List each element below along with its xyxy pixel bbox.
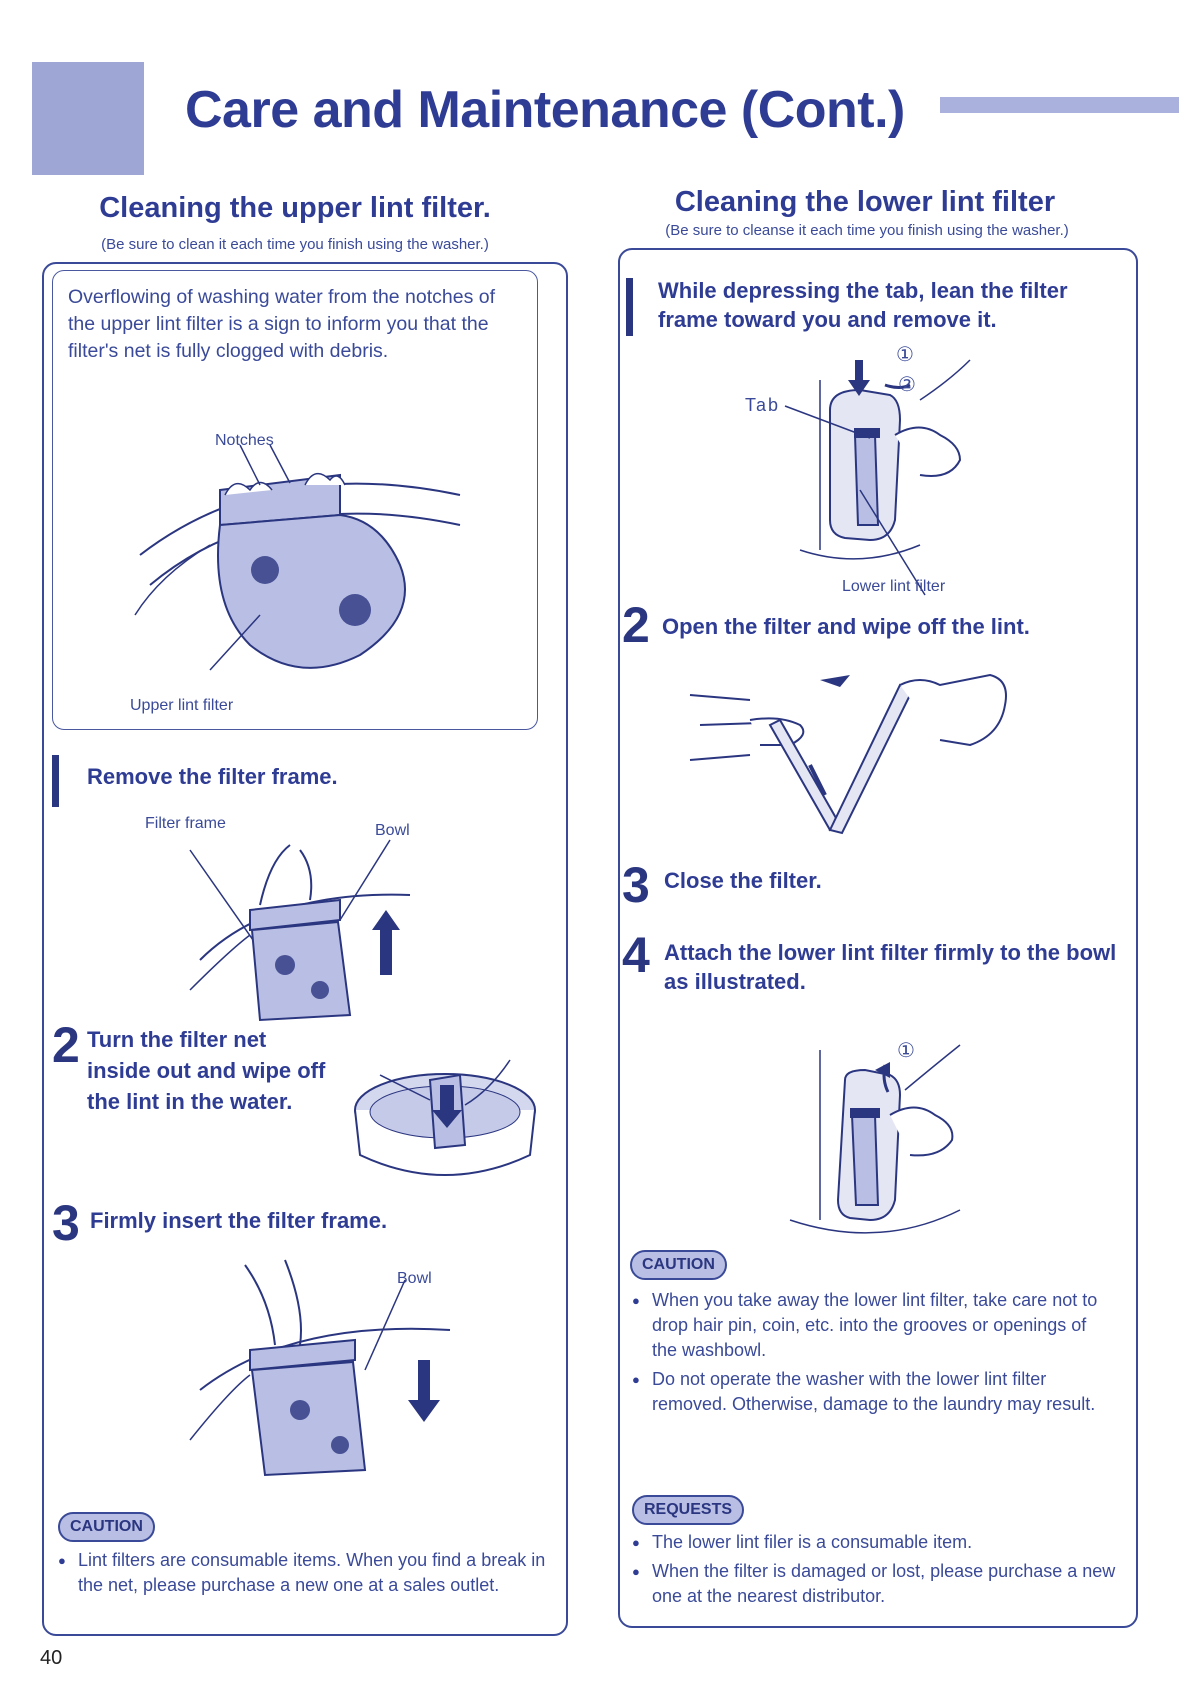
right-caution-list: When you take away the lower lint filter… bbox=[632, 1288, 1116, 1421]
left-step-2-number: 2 bbox=[52, 1017, 80, 1073]
right-step-3-number: 3 bbox=[622, 857, 650, 913]
wash-net-illustration bbox=[354, 1059, 536, 1176]
bowl-label-2: Bowl bbox=[397, 1270, 432, 1287]
open-filter-illustration bbox=[689, 673, 1007, 835]
tab-label: Tab bbox=[745, 395, 781, 415]
left-caution-item: Lint filters are consumable items. When … bbox=[58, 1548, 558, 1598]
right-step-1-text: While depressing the tab, lean the filte… bbox=[658, 278, 1068, 332]
left-step-1-text: Remove the filter frame. bbox=[87, 764, 338, 789]
step-circle-1: ① bbox=[896, 344, 914, 366]
right-step-2-number: 2 bbox=[622, 597, 650, 653]
requests-badge: REQUESTS bbox=[632, 1495, 745, 1525]
right-step-2-text: Open the filter and wipe off the lint. bbox=[662, 614, 1030, 639]
lower-lint-filter-label: Lower lint filter bbox=[842, 578, 946, 595]
right-section-title: Cleaning the lower lint filter bbox=[674, 186, 1056, 218]
page-title: Care and Maintenance (Cont.) bbox=[185, 81, 905, 139]
requests-item-2: When the filter is damaged or lost, plea… bbox=[632, 1559, 1116, 1609]
step-circle-1b: ① bbox=[897, 1040, 915, 1062]
right-section-subtitle: (Be sure to cleanse it each time you fin… bbox=[665, 222, 1069, 239]
header-accent-bar bbox=[940, 97, 1179, 113]
upper-lint-filter-label: Upper lint filter bbox=[130, 697, 234, 714]
tab-leader-line bbox=[784, 405, 871, 439]
bowl-label-1: Bowl bbox=[375, 822, 410, 839]
requests-list: The lower lint filer is a consumable ite… bbox=[632, 1530, 1116, 1613]
requests-item-1: The lower lint filer is a consumable ite… bbox=[632, 1530, 1116, 1555]
left-step-3-number: 3 bbox=[52, 1195, 80, 1251]
step-circle-2: ② bbox=[898, 374, 916, 396]
header-accent-block bbox=[32, 62, 144, 175]
insert-frame-illustration bbox=[189, 1259, 451, 1477]
page-number: 40 bbox=[40, 1647, 63, 1669]
attach-filter-illustration bbox=[789, 1044, 961, 1234]
right-step-4-number: 4 bbox=[622, 927, 650, 983]
left-step-1-number bbox=[52, 755, 59, 807]
right-caution-item-2: Do not operate the washer with the lower… bbox=[632, 1367, 1116, 1417]
left-section-subtitle: (Be sure to clean it each time you finis… bbox=[101, 236, 489, 253]
left-section-title: Cleaning the upper lint filter. bbox=[99, 192, 491, 224]
filter-frame-label: Filter frame bbox=[145, 815, 226, 832]
left-caution-badge: CAUTION bbox=[58, 1512, 155, 1542]
intro-box bbox=[52, 270, 538, 730]
left-step-2-text: Turn the filter net inside out and wipe … bbox=[87, 1027, 326, 1114]
notches-label: Notches bbox=[215, 432, 274, 449]
right-caution-badge: CAUTION bbox=[630, 1250, 727, 1280]
upper-filter-illustration bbox=[134, 444, 461, 671]
lower-filter-remove-illustration bbox=[799, 359, 971, 596]
right-step-4-text: Attach the lower lint filter firmly to t… bbox=[664, 940, 1117, 994]
left-caution-list: Lint filters are consumable items. When … bbox=[58, 1548, 558, 1602]
right-step-3-text: Close the filter. bbox=[664, 868, 822, 893]
left-step-3-text: Firmly insert the filter frame. bbox=[90, 1208, 388, 1233]
intro-text: Overflowing of washing water from the no… bbox=[68, 286, 496, 362]
right-step-1-number bbox=[626, 278, 633, 336]
remove-frame-illustration bbox=[189, 839, 411, 1022]
right-caution-item-1: When you take away the lower lint filter… bbox=[632, 1288, 1116, 1363]
